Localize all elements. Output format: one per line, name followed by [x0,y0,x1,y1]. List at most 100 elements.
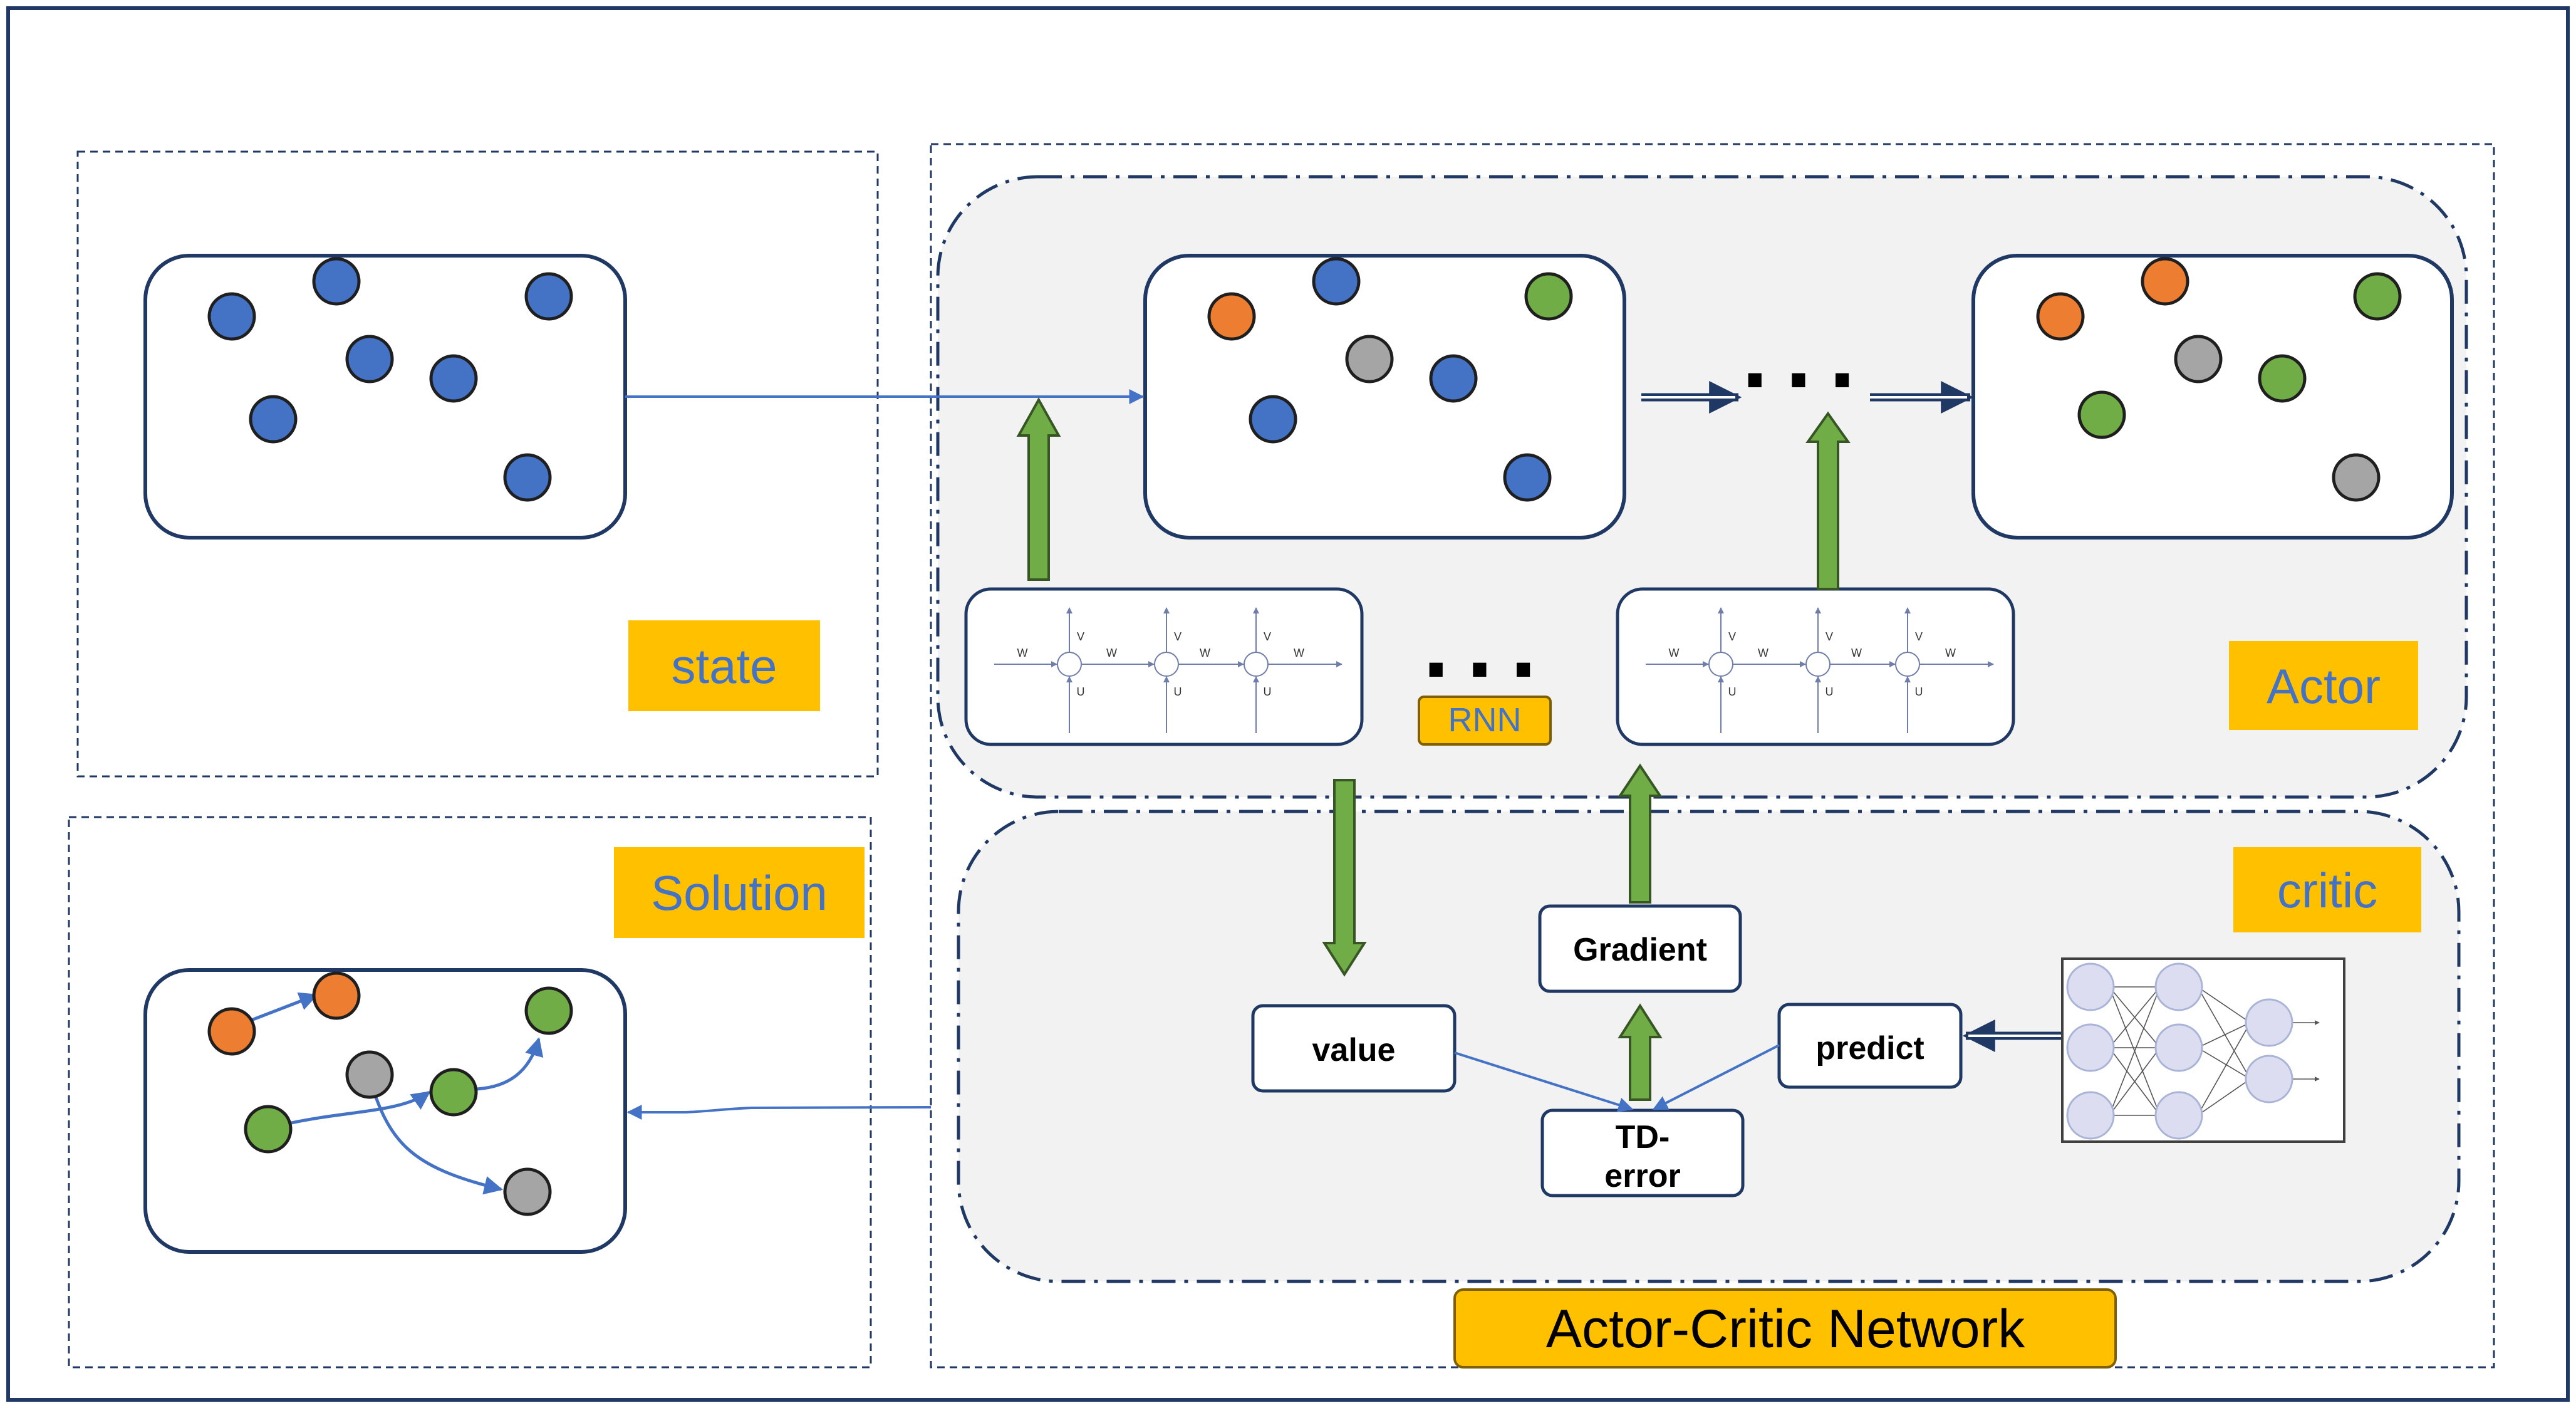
orange-node-1 [207,1007,256,1056]
actor-to-value-arrow [1322,779,1367,977]
gradient-box [1538,904,1742,993]
nn-neuron [2066,1023,2115,1072]
td-error-label-line1: TD- [1616,1119,1670,1155]
nn-neuron [2066,1091,2115,1140]
blue-node-1 [207,292,256,341]
gray-node-7 [2332,453,2381,502]
value-label: value [1312,1032,1396,1068]
network-label-box [1453,1288,2117,1369]
network-label: Actor-Critic Network [1546,1299,2026,1359]
rnn2-to-actor-arrow [1805,411,1851,590]
rnn-weight-label: U [1077,686,1085,698]
nn-edge [2109,986,2161,1116]
nn-neuron [2154,962,2203,1011]
blue-node-5 [429,354,478,403]
gray-node-4 [1345,335,1394,383]
blue-node-6 [1249,395,1297,444]
rnn-weight-label: U [1915,686,1923,698]
rnn-label: RNN [1448,701,1522,739]
rnn-weight-label: V [1915,630,1923,643]
actor-label: Actor [2267,659,2381,714]
state-section [76,150,879,778]
nn-neuron [2154,1023,2203,1072]
actor-final-nodes [2036,257,2402,502]
rnn1-to-actor-arrow [1016,397,1061,581]
blue-node-7 [1503,453,1552,502]
solution-route-arrows [231,992,544,1195]
outer-frame [6,6,2570,1402]
rnn-cell [1895,652,1920,677]
gray-node-4 [345,1050,394,1099]
nn-edge [2197,1022,2251,1048]
network-to-solution-arrow [626,1105,932,1120]
rnn-weight-label: W [1017,647,1028,659]
rnn-weight-label: U [1728,686,1737,698]
rnn-cells-1: W V U W V U W V U W [994,607,1343,733]
solution-nodes-box [143,968,627,1254]
critic-label: critic [2277,863,2377,918]
rnn-weight-label: W [1945,647,1956,659]
green-node-3 [1524,272,1573,321]
green-node-5 [2258,354,2307,403]
solution-label: Solution [651,865,828,920]
rnn-weight-label: W [1200,647,1210,659]
blue-node-4 [345,335,394,383]
rnn-weight-label: U [1264,686,1272,698]
green-node-6 [2077,390,2126,439]
rnn-cell [1244,652,1269,677]
rnn-weight-label: U [1826,686,1834,698]
rnn-ellipsis: ... [1423,592,1554,697]
blue-node-3 [524,272,573,321]
solution-label-box [614,847,865,938]
rnn-weight-label: V [1826,630,1833,643]
actor-step1-nodes [1207,257,1573,502]
nn-edge [2197,1047,2251,1080]
green-node-3 [524,986,573,1035]
gradient-label: Gradient [1573,932,1707,968]
neural-network [2066,962,2320,1140]
value-box [1251,1004,1457,1093]
rnn-cell [1708,652,1733,677]
td-error-label-line2: error [1604,1158,1680,1194]
orange-node-1 [1207,292,1256,341]
state-label: state [671,639,777,694]
nn-neuron [2245,1055,2293,1103]
rnn-weight-label: W [1106,647,1117,659]
orange-node-1 [2036,292,2085,341]
rnn-cell [1154,652,1179,677]
blue-node-6 [249,395,298,444]
blue-node-7 [503,453,552,502]
rnn-weight-label: W [1669,647,1680,659]
blue-node-5 [1429,354,1478,403]
rnn-weight-label: U [1174,686,1182,698]
state-nodes [207,257,573,502]
green-node-5 [429,1068,478,1117]
rnn-label-box [1418,696,1552,746]
rnn-cell [1057,652,1082,677]
orange-node-2 [2141,257,2189,306]
rnn-weight-label: V [1077,630,1084,643]
rnn-weight-label: V [1174,630,1182,643]
blue-node-2 [312,257,361,306]
rnn-weight-label: W [1758,647,1768,659]
gradient-to-actor-arrow [1618,763,1663,904]
nn-edge [2109,986,2161,1048]
td-to-gradient-arrow [1618,1003,1663,1101]
nn-neuron [2245,998,2293,1047]
nn-edge [2109,1047,2161,1116]
rnn-cells-2: W V U W V U W V U W [1646,607,1994,733]
rnn-weight-label: V [1728,630,1736,643]
actor-sequence-ellipsis: ... [1742,302,1872,407]
gray-node-7 [503,1167,552,1216]
rnn-weight-label: W [1294,647,1304,659]
nn-edge [2197,986,2251,1023]
predict-to-td-arrow [1652,1044,1780,1110]
nn-edge [2197,1022,2251,1116]
value-to-td-arrow [1454,1051,1634,1112]
rnn-weight-label: W [1851,647,1862,659]
rnn-weight-label: V [1264,630,1271,643]
nn-edge [2197,986,2251,1080]
critic-label-box [2233,847,2421,932]
orange-node-2 [312,971,361,1020]
